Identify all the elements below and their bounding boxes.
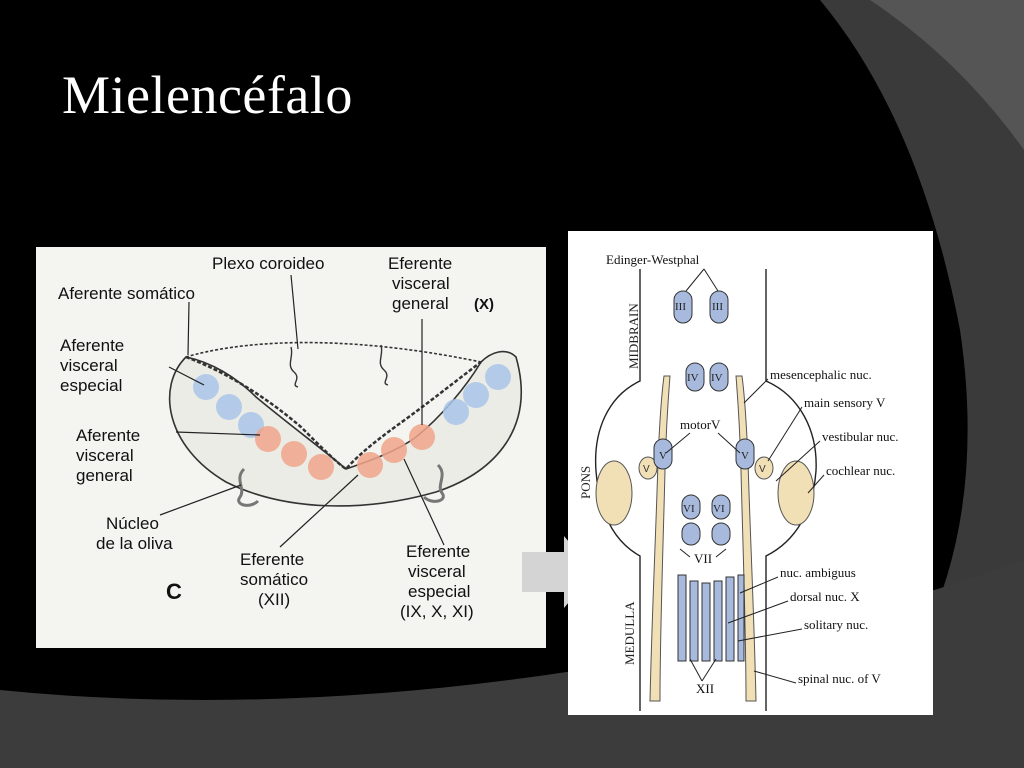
efferent-nucleus-1 xyxy=(255,426,281,452)
efferent-nucleus-5 xyxy=(381,437,407,463)
choroid-plexus-right xyxy=(379,344,389,386)
right-leader-lines xyxy=(665,268,825,684)
label-midbrain: MIDBRAIN xyxy=(626,303,641,369)
roof-membrane xyxy=(185,341,482,363)
label-v-motor-right: V xyxy=(741,450,749,462)
medulla-cross-section: Plexo coroideo Aferente somático Eferent… xyxy=(58,254,522,621)
label-v-motor-left: V xyxy=(659,450,667,462)
label-es-2: somático xyxy=(240,570,308,589)
olive-nucleus-right xyxy=(422,463,445,503)
brainstem-nuclei-diagram: MIDBRAIN PONS MEDULLA V V xyxy=(578,252,899,711)
choroid-plexus-left xyxy=(289,346,299,388)
label-main-sensory: main sensory V xyxy=(804,395,886,410)
label-iv-right: IV xyxy=(711,372,723,384)
label-edinger-westphal: Edinger-Westphal xyxy=(606,252,700,267)
label-evg-1: Eferente xyxy=(388,254,452,273)
label-vii: VII xyxy=(694,551,712,566)
label-evg-3: general xyxy=(392,294,449,313)
left-diagram-panel: Plexo coroideo Aferente somático Eferent… xyxy=(36,247,546,648)
brainstem-outline-left xyxy=(594,269,641,711)
label-iv-left: IV xyxy=(687,372,699,384)
afferent-nucleus-6 xyxy=(485,364,511,390)
label-es-3: (XII) xyxy=(258,590,290,609)
label-avg-3: general xyxy=(76,466,133,485)
slide-title: Mielencéfalo xyxy=(62,65,353,125)
label-v-sensory-right: V xyxy=(759,464,766,475)
sensory-column-left xyxy=(649,375,671,702)
label-eve-1: Eferente xyxy=(406,542,470,561)
label-aferente-somatico: Aferente somático xyxy=(58,284,195,303)
leader-lines xyxy=(159,274,445,548)
label-evg-2: visceral xyxy=(392,274,450,293)
main-sensory-v-left xyxy=(638,456,658,480)
label-xii: XII xyxy=(696,681,714,696)
label-plexo-coroideo: Plexo coroideo xyxy=(212,254,324,273)
label-medulla: MEDULLA xyxy=(622,601,637,665)
label-vestibular: vestibular nuc. xyxy=(822,429,899,444)
label-avg-1: Aferente xyxy=(76,426,140,445)
label-pons: PONS xyxy=(578,466,593,499)
label-motor-v: motorV xyxy=(680,417,721,432)
label-eve-3: especial xyxy=(408,582,470,601)
label-vi-right: VI xyxy=(713,503,725,515)
label-v-sensory-left: V xyxy=(643,464,650,475)
brainstem-outline-right xyxy=(765,269,817,711)
label-x-tag: (X) xyxy=(474,296,494,313)
section-outline xyxy=(168,350,522,507)
corner-shape-right xyxy=(820,0,1024,768)
label-eve-4: (IX, X, XI) xyxy=(400,602,474,621)
efferent-nucleus-2 xyxy=(281,441,307,467)
label-solitary: solitary nuc. xyxy=(804,617,868,632)
afferent-nucleus-2 xyxy=(216,394,242,420)
afferent-nucleus-4 xyxy=(443,399,469,425)
label-spinal: spinal nuc. of V xyxy=(798,671,881,686)
label-es-1: Eferente xyxy=(240,550,304,569)
olive-nucleus-left xyxy=(237,467,260,507)
label-iii-left: III xyxy=(675,301,686,313)
efferent-nucleus-6 xyxy=(409,424,435,450)
label-eve-2: visceral xyxy=(408,562,466,581)
label-aves-1: Aferente xyxy=(60,336,124,355)
label-avg-2: visceral xyxy=(76,446,134,465)
label-aves-2: visceral xyxy=(60,356,118,375)
afferent-nucleus-1 xyxy=(193,374,219,400)
label-aves-3: especial xyxy=(60,376,122,395)
label-ambiguus: nuc. ambiguus xyxy=(780,565,856,580)
label-iii-right: III xyxy=(712,301,723,313)
cochlear-lobe-left xyxy=(595,460,633,526)
bottom-wave-shape xyxy=(0,560,1024,768)
motor-nuclei xyxy=(653,290,755,662)
panel-letter: C xyxy=(166,579,182,604)
main-sensory-v-right xyxy=(754,456,774,480)
corner-shape-top xyxy=(870,0,1024,150)
label-oliva-2: de la oliva xyxy=(96,534,173,553)
afferent-nucleus-5 xyxy=(463,382,489,408)
label-vi-left: VI xyxy=(683,503,695,515)
cochlear-lobe-right xyxy=(777,460,815,526)
right-diagram-panel: MIDBRAIN PONS MEDULLA V V xyxy=(568,231,933,715)
label-mesencephalic: mesencephalic nuc. xyxy=(770,367,872,382)
efferent-nucleus-3 xyxy=(308,454,334,480)
label-cochlear: cochlear nuc. xyxy=(826,463,895,478)
efferent-nucleus-4 xyxy=(357,452,383,478)
ventricle-floor xyxy=(185,355,482,471)
label-dorsal: dorsal nuc. X xyxy=(790,589,860,604)
label-oliva-1: Núcleo xyxy=(106,514,159,533)
